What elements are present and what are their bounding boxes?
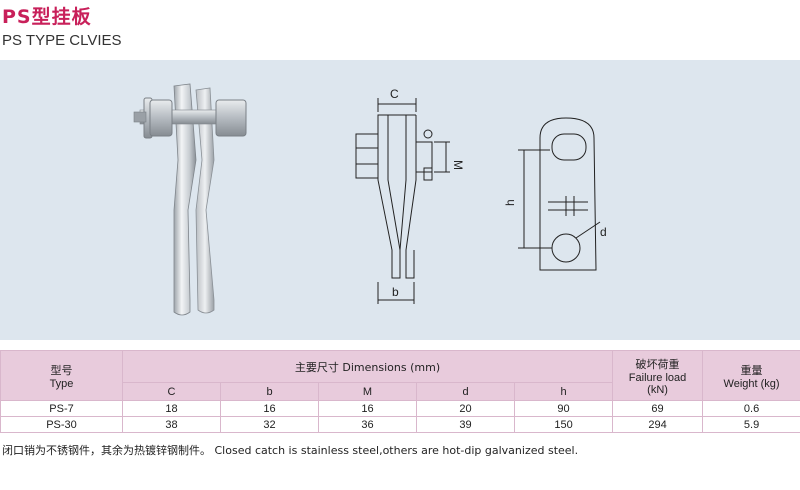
header-m: M	[318, 382, 417, 401]
clevis-photo	[133, 83, 247, 316]
cell-weight: 5.9	[702, 416, 800, 433]
header-d: d	[416, 382, 515, 401]
cell-h: 90	[513, 400, 614, 417]
cell-b: 16	[220, 400, 319, 417]
table-row: PS-30 38 32 36 39 150 294 5.9	[0, 416, 800, 433]
table-row: PS-7 18 16 16 20 90 69 0.6	[0, 400, 800, 417]
footnote: 闭口销为不锈钢件，其余为热镀锌钢制件。 Closed catch is stai…	[2, 444, 579, 457]
spec-table: 型号 Type 主要尺寸 Dimensions (mm) 破坏荷重 Failur…	[0, 350, 800, 433]
label-b: b	[392, 285, 399, 299]
cell-d: 39	[416, 416, 515, 433]
cell-h: 150	[513, 416, 614, 433]
cell-m: 36	[318, 416, 417, 433]
cell-b: 32	[220, 416, 319, 433]
side-view-drawing	[355, 98, 450, 304]
header-weight: 重量 Weight (kg)	[702, 350, 800, 401]
cell-weight: 0.6	[702, 400, 800, 417]
label-m: M	[451, 160, 465, 170]
front-view-drawing	[518, 117, 601, 271]
title-chinese: PS型挂板	[2, 6, 92, 28]
header-c: C	[122, 382, 221, 401]
cell-c: 38	[122, 416, 221, 433]
header-type: 型号 Type	[0, 350, 123, 401]
cell-d: 20	[416, 400, 515, 417]
cell-load: 294	[612, 416, 704, 433]
cell-type: PS-7	[0, 400, 123, 417]
title-english: PS TYPE CLVIES	[2, 32, 122, 49]
figure-panel: C M b h d	[0, 60, 800, 340]
header-h: h	[513, 382, 614, 401]
cell-c: 18	[122, 400, 221, 417]
cell-type: PS-30	[0, 416, 123, 433]
label-h: h	[503, 199, 517, 206]
product-drawings: C M b h d	[133, 83, 607, 316]
label-c: C	[390, 87, 399, 101]
cell-load: 69	[612, 400, 704, 417]
header-b: b	[220, 382, 319, 401]
header-dimensions: 主要尺寸 Dimensions (mm)	[121, 350, 614, 383]
label-d: d	[600, 225, 607, 239]
header-failure-load: 破坏荷重 Failure load (kN)	[612, 350, 704, 401]
cell-m: 16	[318, 400, 417, 417]
